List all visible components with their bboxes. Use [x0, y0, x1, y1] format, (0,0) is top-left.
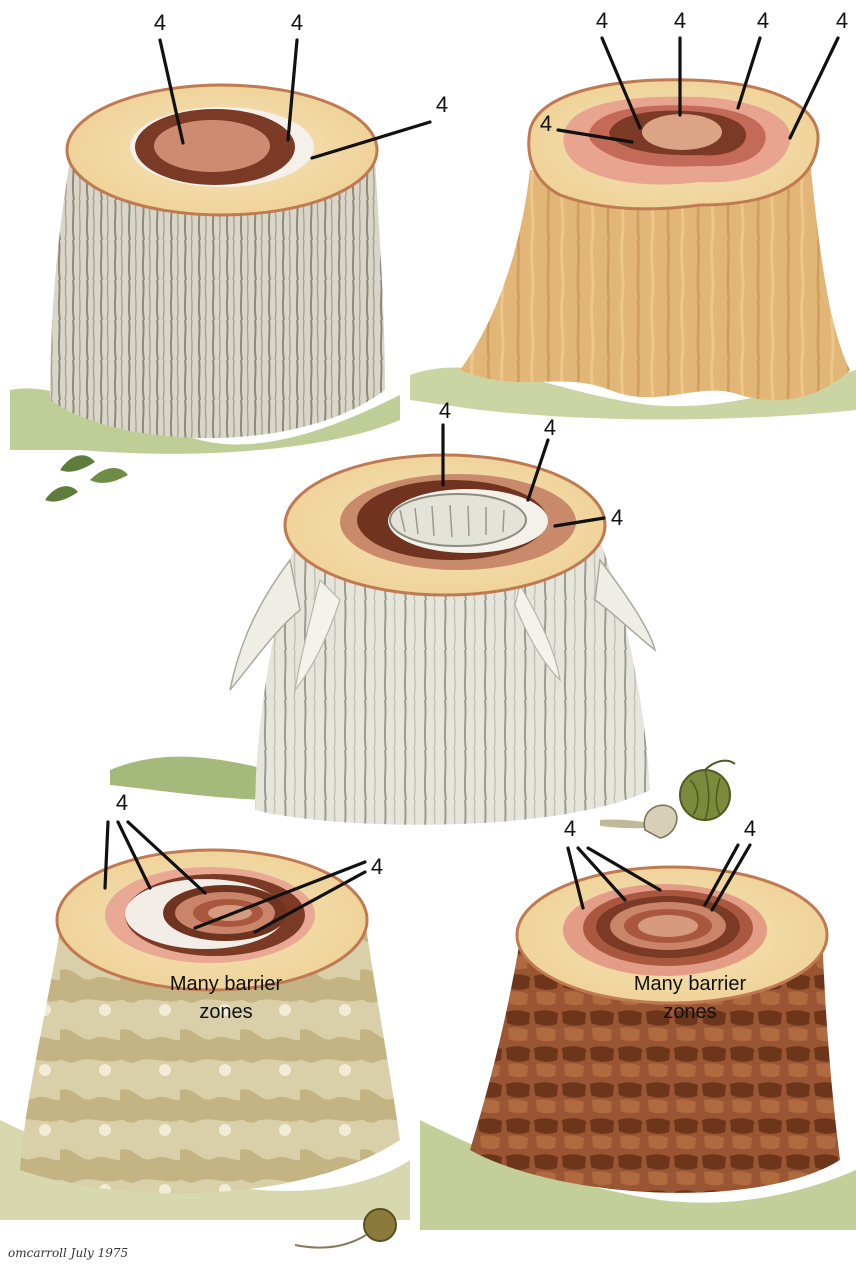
artist-signature: omcarroll July 1975: [8, 1246, 128, 1260]
caption-line: Many barrier: [634, 973, 747, 995]
stump-4: [0, 850, 410, 1220]
caption-line: zones: [663, 1001, 716, 1023]
number-label: 4: [674, 8, 686, 33]
number-label: 4: [436, 92, 448, 117]
number-label: 4: [836, 8, 848, 33]
stump-3: [110, 455, 660, 828]
fruit-illustration: [644, 761, 735, 838]
number-label: 4: [116, 790, 128, 815]
number-label: 4: [291, 10, 303, 35]
number-label: 4: [611, 505, 623, 530]
number-label: 4: [757, 8, 769, 33]
number-label: 4: [744, 816, 756, 841]
stump-5-heartwood: [638, 915, 698, 937]
number-label: 4: [596, 8, 608, 33]
stump-2: [410, 80, 856, 420]
number-label: 4: [154, 10, 166, 35]
number-label: 4: [564, 816, 576, 841]
stump-5: [420, 867, 856, 1230]
number-label: 4: [439, 398, 451, 423]
number-label: 4: [371, 854, 383, 879]
stump-2-heartwood: [642, 114, 722, 150]
number-label: 4: [544, 415, 556, 440]
caption-line: zones: [199, 1001, 252, 1023]
stump-3-hollow: [390, 494, 526, 546]
stump-1-heartwood: [154, 120, 270, 172]
caption-line: Many barrier: [170, 973, 283, 995]
number-label: 4: [540, 111, 552, 136]
